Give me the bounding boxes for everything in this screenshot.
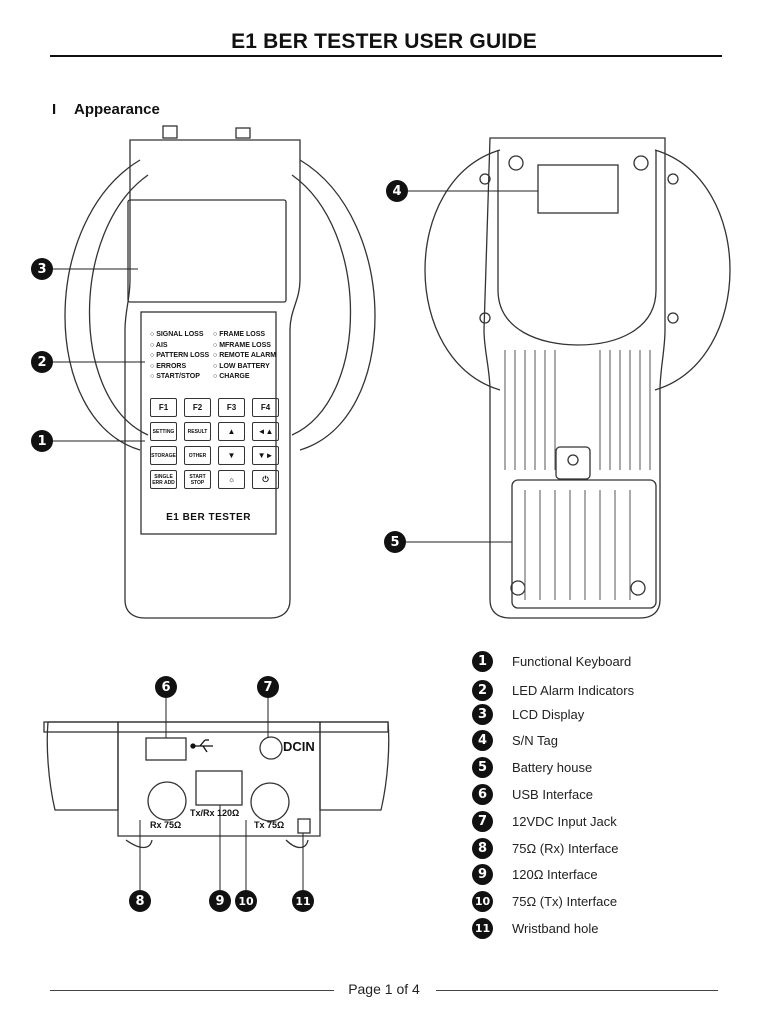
callout-2: 2 (31, 351, 53, 373)
led-right-column: ○ FRAME LOSS ○ MFRAME LOSS ○ REMOTE ALAR… (213, 330, 283, 383)
legend-label: S/N Tag (512, 732, 559, 748)
keypad-key[interactable]: ⏻ (252, 470, 279, 489)
callout-1: 1 (31, 430, 53, 452)
keypad-key[interactable]: START STOP (184, 470, 211, 489)
callout-4: 4 (386, 180, 408, 202)
legend-item: 10 75Ω (Tx) Interface (472, 890, 617, 912)
keypad-key[interactable]: SETTING (150, 422, 177, 441)
legend-number-badge: 8 (472, 837, 493, 859)
legend-item: 4 S/N Tag (472, 729, 558, 751)
keypad-key[interactable]: ◄▲ (252, 422, 279, 441)
legend-label: Wristband hole (512, 920, 599, 936)
callout-6: 6 (155, 676, 177, 698)
legend-item: 1 Functional Keyboard (472, 650, 631, 672)
footer-rule-left (50, 990, 334, 991)
legend-label: 12VDC Input Jack (512, 813, 617, 829)
legend-number-badge: 11 (472, 917, 493, 939)
footer-rule-right (436, 990, 718, 991)
callout-7: 7 (257, 676, 279, 698)
device-back-view (424, 137, 731, 619)
keypad-key[interactable]: ▼ (218, 446, 245, 465)
callout-10: 10 (235, 890, 257, 912)
callout-9: 9 (209, 890, 231, 912)
legend-number-badge: 3 (472, 703, 493, 725)
legend-item: 2 LED Alarm Indicators (472, 679, 634, 701)
led-indicator: ○ LOW BATTERY (213, 362, 270, 370)
legend-number-badge: 1 (472, 650, 493, 672)
led-indicator: ○ PATTERN LOSS (150, 352, 210, 360)
keypad-key[interactable]: F2 (184, 398, 211, 417)
legend-item: 9 120Ω Interface (472, 863, 598, 885)
keypad-key[interactable]: OTHER (184, 446, 211, 465)
callout-3: 3 (31, 258, 53, 280)
title-rule (50, 55, 722, 57)
callout-8: 8 (129, 890, 151, 912)
callout-leaders (53, 190, 538, 890)
led-indicator: ○ START/STOP (150, 373, 200, 381)
callout-11: 11 (292, 890, 314, 912)
legend-label: 120Ω Interface (512, 866, 598, 882)
keypad-key[interactable]: F1 (150, 398, 177, 417)
led-indicator: ○ MFRAME LOSS (213, 341, 271, 349)
led-indicator: ○ FRAME LOSS (213, 331, 266, 338)
legend-number-badge: 10 (472, 890, 493, 912)
keypad-key[interactable]: F3 (218, 398, 245, 417)
legend-label: LED Alarm Indicators (512, 682, 635, 698)
section-title: Appearance (74, 101, 160, 118)
led-indicator: ○ SIGNAL LOSS (150, 331, 204, 338)
legend-label: USB Interface (512, 786, 593, 802)
keypad-key[interactable]: STORAGE (150, 446, 177, 465)
legend-label: 75Ω (Tx) Interface (512, 893, 618, 909)
legend-number-badge: 2 (472, 679, 493, 701)
led-indicator: ○ CHARGE (213, 373, 250, 381)
device-front-view (64, 125, 376, 619)
legend-label: LCD Display (512, 706, 585, 722)
keypad-key[interactable]: ▲ (218, 422, 245, 441)
document-title: E1 BER TESTER USER GUIDE (231, 30, 537, 53)
keypad-key[interactable]: ▼► (252, 446, 279, 465)
usb-symbol (190, 739, 213, 753)
legend-number-badge: 9 (472, 863, 493, 885)
keypad-key[interactable]: RESULT (184, 422, 211, 441)
legend-number-badge: 7 (472, 810, 493, 832)
legend-item: 7 12VDC Input Jack (472, 810, 617, 832)
led-indicator: ○ REMOTE ALARM (213, 352, 277, 360)
legend-number-badge: 5 (472, 756, 493, 778)
legend-number-badge: 4 (472, 729, 493, 751)
legend-item: 8 75Ω (Rx) Interface (472, 837, 619, 859)
legend-label: 75Ω (Rx) Interface (512, 840, 619, 856)
page-number: Page 1 of 4 (0, 981, 768, 997)
legend-label: Battery house (512, 759, 593, 775)
keypad-key[interactable]: F4 (252, 398, 279, 417)
legend-item: 5 Battery house (472, 756, 592, 778)
tx75-label: Tx 75Ω (254, 820, 285, 830)
legend-item: 6 USB Interface (472, 783, 593, 805)
device-bottom-view (43, 721, 390, 849)
section-number: I (52, 101, 57, 118)
callout-5: 5 (384, 531, 406, 553)
led-left-column: ○ SIGNAL LOSS ○ AIS ○ PATTERN LOSS ○ ERR… (150, 330, 212, 383)
led-indicator: ○ ERRORS (150, 362, 187, 370)
legend-item: 11 Wristband hole (472, 917, 598, 939)
legend-label: Functional Keyboard (512, 653, 632, 669)
keypad-key[interactable]: ☼ (218, 470, 245, 489)
legend-item: 3 LCD Display (472, 703, 584, 725)
device-name-label: E1 BER TESTER (166, 512, 251, 523)
rx75-label: Rx 75Ω (150, 820, 182, 830)
section-heading: I Appearance (52, 101, 160, 118)
keypad-key[interactable]: SINGLE ERR ADD (150, 470, 177, 489)
back-vents (504, 350, 651, 600)
dcin-label: DCIN (283, 739, 315, 754)
txrx120-label: Tx/Rx 120Ω (190, 808, 240, 818)
led-indicator: ○ AIS (150, 341, 168, 349)
legend-number-badge: 6 (472, 783, 493, 805)
